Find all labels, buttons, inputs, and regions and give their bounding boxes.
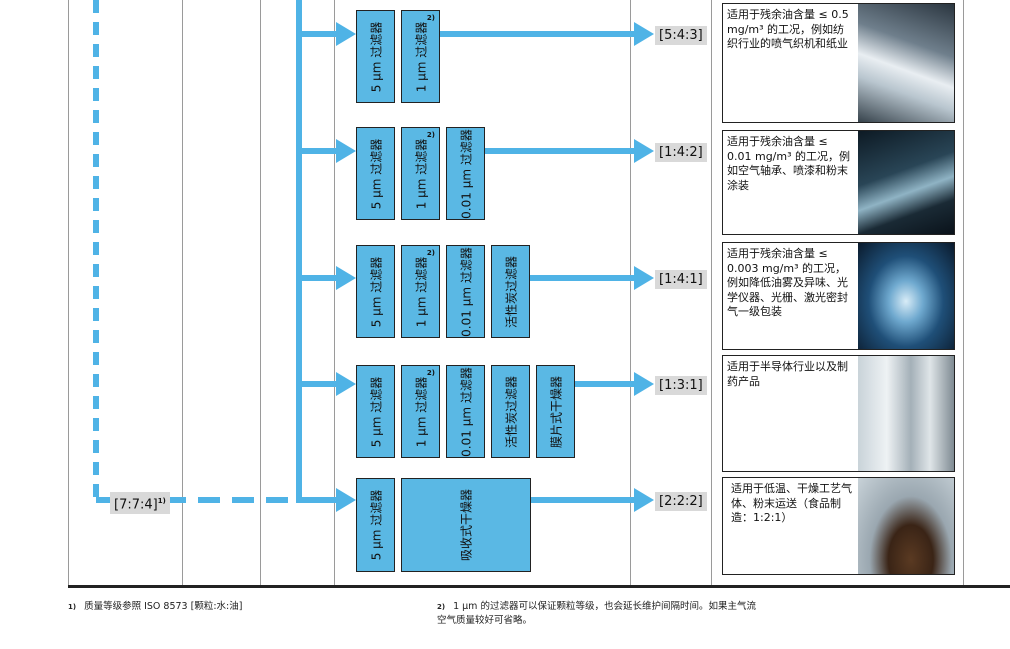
dashed-branch-connector xyxy=(96,497,298,503)
dashed-branch-pipe xyxy=(93,0,99,500)
outlet-pipe xyxy=(440,31,636,37)
application-description: 适用于残余油含量 ≤ 0.5 mg/m³ 的工况，例如纺织行业的喷气织机和纸业 xyxy=(722,3,955,123)
filter-box: 5 μm 过滤器 xyxy=(356,478,395,572)
inlet-arrow-icon xyxy=(336,266,356,290)
grid-line xyxy=(630,0,631,586)
outlet-arrow-icon xyxy=(634,266,654,290)
application-description: 适用于残余油含量 ≤ 0.01 mg/m³ 的工况，例如空气轴承、喷漆和粉末涂装 xyxy=(722,130,955,235)
outlet-arrow-icon xyxy=(634,139,654,163)
filter-box: 吸收式干燥器 xyxy=(401,478,531,572)
grid-line xyxy=(68,0,69,586)
inlet-arrow-icon xyxy=(336,139,356,163)
application-description: 适用于残余油含量 ≤ 0.003 mg/m³ 的工况，例如降低油雾及异味、光学仪… xyxy=(722,242,955,350)
grid-line xyxy=(182,0,183,586)
quality-code: [1:4:2] xyxy=(655,143,707,162)
filter-box: 活性炭过滤器 xyxy=(491,365,530,458)
blue-mist-photo xyxy=(858,243,954,349)
footnote: 2)1 μm 的过滤器可以保证颗粒等级，也会延长维护间隔时间。如果主气流空气质量… xyxy=(437,601,756,626)
grid-line xyxy=(260,0,261,586)
inlet-pipe xyxy=(299,275,337,281)
filter-box: 5 μm 过滤器 xyxy=(356,10,395,103)
quality-code: [1:4:1] xyxy=(655,270,707,289)
inlet-pipe xyxy=(299,381,337,387)
branch-quality-code: [7:7:4]1) xyxy=(110,492,170,515)
inlet-arrow-icon xyxy=(336,22,356,46)
cleanroom-photo xyxy=(858,356,954,471)
application-description: 适用于半导体行业以及制药产品 xyxy=(722,355,955,472)
table-baseline xyxy=(68,585,1010,588)
quality-code: [2:2:2] xyxy=(655,492,707,511)
coffee-beans-photo xyxy=(858,478,954,574)
grid-line xyxy=(711,0,712,586)
inlet-pipe xyxy=(299,148,337,154)
filter-box: 0.01 μm 过滤器 xyxy=(446,127,485,220)
textile-machine-photo xyxy=(858,4,954,122)
grid-line xyxy=(334,0,335,586)
grid-line xyxy=(963,0,964,586)
filter-box: 5 μm 过滤器 xyxy=(356,245,395,338)
glass-panel-photo xyxy=(858,131,954,234)
inlet-pipe xyxy=(299,497,337,503)
filter-box: 5 μm 过滤器 xyxy=(356,365,395,458)
inlet-arrow-icon xyxy=(336,372,356,396)
inlet-arrow-icon xyxy=(336,488,356,512)
filter-box: 0.01 μm 过滤器 xyxy=(446,365,485,458)
filter-box: 0.01 μm 过滤器 xyxy=(446,245,485,338)
footnote: 1)质量等级参照 ISO 8573 [颗粒:水:油] xyxy=(68,601,243,612)
application-description: 适用于低温、干燥工艺气体、粉末运送（食品制造：1:2:1） xyxy=(722,477,955,575)
outlet-pipe xyxy=(575,381,636,387)
outlet-pipe xyxy=(530,275,636,281)
filter-box: 膜片式干燥器 xyxy=(536,365,575,458)
main-pipe xyxy=(296,0,302,503)
outlet-arrow-icon xyxy=(634,372,654,396)
outlet-pipe xyxy=(531,497,636,503)
outlet-arrow-icon xyxy=(634,488,654,512)
quality-code: [5:4:3] xyxy=(655,26,707,45)
quality-code: [1:3:1] xyxy=(655,376,707,395)
filter-box: 活性炭过滤器 xyxy=(491,245,530,338)
inlet-pipe xyxy=(299,31,337,37)
filter-box: 5 μm 过滤器 xyxy=(356,127,395,220)
outlet-pipe xyxy=(485,148,636,154)
outlet-arrow-icon xyxy=(634,22,654,46)
